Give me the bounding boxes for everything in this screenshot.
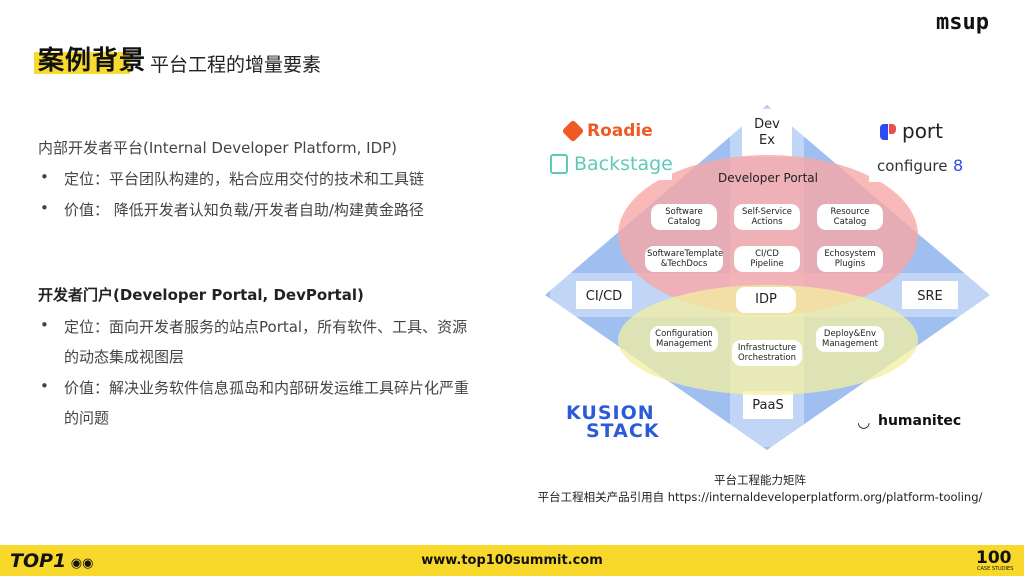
roadie-text: Roadie (587, 121, 653, 141)
backstage-text: Backstage (574, 153, 673, 175)
configuration-management: Configuration Management (650, 326, 718, 352)
idp-center-label: IDP (736, 287, 796, 313)
infrastructure-orchestration: Infrastructure Orchestration (732, 340, 802, 366)
humanitec-icon: ◡ (858, 413, 870, 431)
roadie-logo: Roadie (557, 114, 661, 148)
humanitec-text: humanitec (878, 413, 962, 429)
caption-source: 平台工程相关产品引用自 https://internaldeveloperpla… (537, 490, 983, 504)
bullet-dot: • (40, 168, 49, 186)
top100-text: TOP1 (10, 550, 67, 572)
title-highlight (34, 52, 130, 74)
kusionstack-logo: KUSION STACK (560, 400, 672, 444)
paas-box (743, 391, 793, 419)
configure8-suffix: 8 (953, 156, 964, 175)
software-template-techdocs: SoftwareTemplate &TechDocs (645, 246, 723, 272)
stack-text: STACK (586, 420, 660, 442)
cicd-pipeline: CI/CD Pipeline (734, 246, 800, 272)
devex-box (742, 109, 792, 157)
portal-heading: 开发者门户(Developer Portal, DevPortal) (38, 286, 364, 304)
devex-label: Dev Ex (754, 117, 780, 148)
bullet-dot: • (40, 316, 49, 334)
portal-bullet-1: 定位：面向开发者服务的站点Portal，所有软件、工具、资源 (64, 318, 468, 336)
case-studies-subtext: CASE STUDIES (977, 566, 1014, 572)
backstage-icon (550, 154, 568, 174)
port-icon (880, 124, 888, 140)
backstage-logo: Backstage (546, 150, 673, 180)
msup-logo: msup (936, 10, 989, 35)
self-service-actions: Self-Service Actions (734, 204, 800, 230)
portal-bullet-2-cont: 的问题 (64, 409, 110, 427)
portal-bullet-2: 价值：解决业务软件信息孤岛和内部研发运维工具碎片化严重 (64, 379, 470, 397)
kusion-text: KUSION (566, 402, 655, 424)
footer-bar (0, 545, 1024, 576)
top100-eyes-icon: ◉◉ (66, 556, 94, 571)
bullet-dot: • (40, 377, 49, 395)
sre-box (902, 281, 958, 309)
configure8-text: configure (877, 157, 948, 175)
cicd-label: CI/CD (585, 289, 623, 304)
ecosystem-plugins: Echosystem Plugins (817, 246, 883, 272)
capability-matrix-diagram (545, 105, 990, 450)
idp-bullet-1: 定位：平台团队构建的，粘合应用交付的技术和工具链 (64, 170, 425, 188)
idp-heading: 内部开发者平台(Internal Developer Platform, IDP… (38, 139, 398, 157)
port-text: port (902, 119, 943, 143)
case-studies-logo: 100 (976, 548, 1012, 568)
portal-bullet-1-cont: 的动态集成视图层 (64, 348, 185, 366)
page-title: 案例背景 (38, 46, 147, 76)
configure8-logo: configure 8 (869, 150, 973, 182)
port-icon-accent (889, 124, 896, 134)
developer-portal-label: Developer Portal (717, 171, 818, 185)
humanitec-logo: ◡ humanitec (850, 405, 974, 437)
paas-label: PaaS (752, 398, 784, 413)
resource-catalog: Resource Catalog (817, 204, 883, 230)
caption-title: 平台工程能力矩阵 (714, 473, 806, 487)
roadie-icon (561, 119, 585, 143)
top100-logo: TOP1 ◉◉ (10, 550, 93, 572)
page-subtitle: 平台工程的增量要素 (150, 54, 322, 76)
cicd-box (576, 281, 632, 309)
idp-bullet-2: 价值： 降低开发者认知负载/开发者自助/构建黄金路径 (64, 201, 424, 219)
footer-url[interactable]: www.top100summit.com (421, 553, 603, 568)
software-catalog: Software Catalog (651, 204, 717, 230)
developer-portal-ellipse (618, 155, 918, 315)
port-logo: port (874, 117, 954, 147)
deploy-env-management: Deploy&Env Management (816, 326, 884, 352)
bullet-dot: • (40, 199, 49, 217)
sre-label: SRE (917, 289, 943, 304)
